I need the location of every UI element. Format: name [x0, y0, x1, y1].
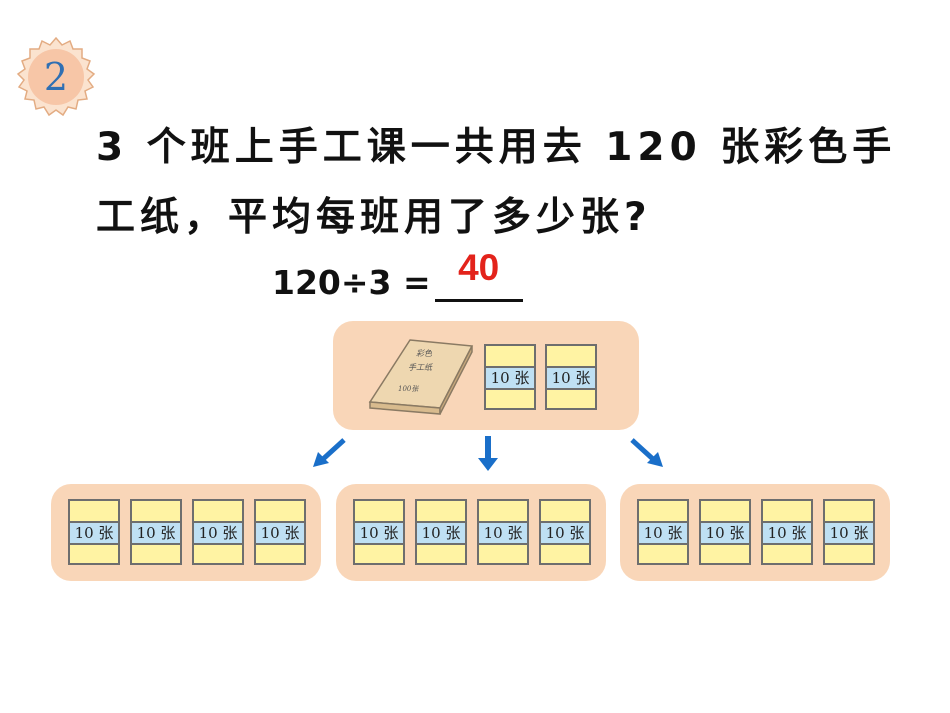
- stack-label: 10 张: [254, 521, 306, 545]
- paper-stack: 10 张: [415, 499, 467, 565]
- pack-title-line1: 彩色: [416, 349, 433, 358]
- paper-stack: 10 张: [637, 499, 689, 565]
- pack-count: 100张: [398, 385, 419, 393]
- paper-stack: 10 张: [353, 499, 405, 565]
- paper-stack: 10 张: [192, 499, 244, 565]
- paper-stack: 10 张: [699, 499, 751, 565]
- paper-stack: 10 张: [130, 499, 182, 565]
- problem-text-line-1: 3 个班上手工课一共用去 120 张彩色手: [96, 125, 897, 170]
- paper-stack: 10 张: [823, 499, 875, 565]
- stack-label: 10 张: [699, 521, 751, 545]
- stack-label: 10 张: [68, 521, 120, 545]
- stack-label: 10 张: [415, 521, 467, 545]
- answer-value: 40: [458, 247, 500, 288]
- paper-stack: 10 张: [545, 344, 597, 410]
- answer-blank: 40: [434, 247, 523, 302]
- badge-number: 2: [44, 55, 68, 99]
- stack-label: 10 张: [353, 521, 405, 545]
- section-number-badge: 2: [16, 36, 96, 117]
- arrow-down-icon: [478, 436, 498, 471]
- paper-pack-illustration: 彩色 手工纸 100张: [368, 339, 474, 415]
- stack-label: 10 张: [130, 521, 182, 545]
- stack-label: 10 张: [545, 366, 597, 390]
- equation-expression: 120÷3 =: [272, 263, 431, 302]
- paper-stack: 10 张: [254, 499, 306, 565]
- stack-label: 10 张: [484, 366, 536, 390]
- paper-stack: 10 张: [539, 499, 591, 565]
- stack-label: 10 张: [539, 521, 591, 545]
- stack-label: 10 张: [192, 521, 244, 545]
- badge-inner-circle: [28, 49, 84, 105]
- paper-stack: 10 张: [68, 499, 120, 565]
- stack-label: 10 张: [823, 521, 875, 545]
- stack-label: 10 张: [477, 521, 529, 545]
- paper-stack: 10 张: [761, 499, 813, 565]
- stack-label: 10 张: [637, 521, 689, 545]
- arrow-down-right-icon: [630, 438, 663, 467]
- stack-label: 10 张: [761, 521, 813, 545]
- equation: 120÷3 = 40: [272, 247, 523, 302]
- problem-text-line-2: 工纸，平均每班用了多少张?: [96, 195, 652, 240]
- arrow-down-left-icon: [313, 438, 346, 467]
- paper-stack: 10 张: [477, 499, 529, 565]
- paper-stack: 10 张: [484, 344, 536, 410]
- pack-title-line2: 手工纸: [408, 363, 433, 372]
